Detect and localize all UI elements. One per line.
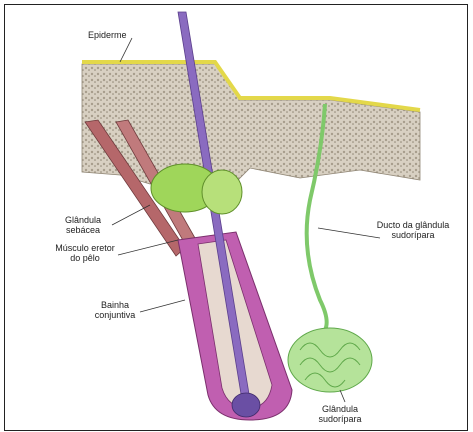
label-sweat-gland: Glândula sudorípara xyxy=(305,404,375,424)
label-arrector-muscle: Músculo eretor do pêlo xyxy=(52,243,118,263)
sebaceous-gland-2 xyxy=(202,170,242,214)
label-sheath: Bainha conjuntiva xyxy=(80,300,150,320)
dermis-layer xyxy=(82,64,420,188)
label-sweat-duct: Ducto da glândula sudorípara xyxy=(372,220,454,240)
hair-bulb xyxy=(232,393,260,417)
sweat-gland xyxy=(288,328,372,392)
label-sebaceous-gland: Glândula sebácea xyxy=(52,215,114,235)
label-epidermis: Epiderme xyxy=(88,30,127,40)
